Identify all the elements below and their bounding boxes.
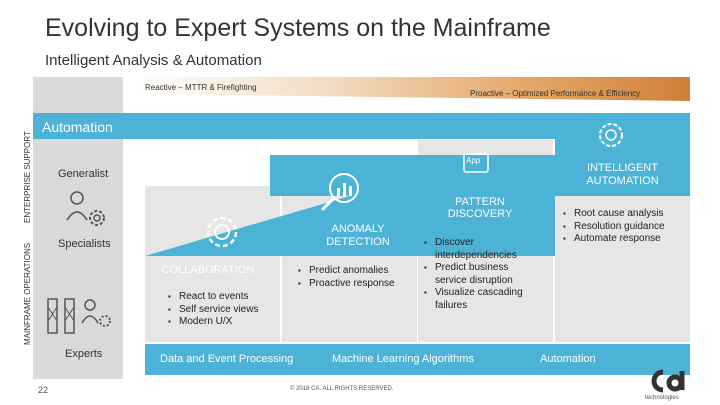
analytics-search-icon	[318, 170, 362, 214]
band-left-label: Reactive – MTTR & Firefighting	[145, 83, 257, 92]
intelligent-bullets: Root cause analysis Resolution guidance …	[563, 208, 665, 246]
pattern-header	[270, 155, 555, 196]
page-number: 22	[38, 385, 49, 395]
list-item: Proactive response	[298, 278, 395, 291]
bottom-bar	[145, 344, 690, 375]
app-icon-label: App	[466, 156, 481, 165]
intelligent-automation-header	[555, 139, 690, 196]
specialists-label: Specialists	[58, 238, 111, 250]
list-item: Discover interdependencies	[424, 237, 534, 262]
experts-network-icon	[45, 297, 115, 337]
slide-subtitle: Intelligent Analysis & Automation	[45, 52, 262, 69]
footer-automation: Automation	[540, 353, 596, 365]
intelligent-title-2: AUTOMATION	[586, 175, 659, 187]
footer-data-event: Data and Event Processing	[160, 353, 294, 365]
automation-label: Automation	[42, 119, 113, 135]
specialist-gear-icon	[65, 190, 115, 232]
list-item: Visualize cascading failures	[424, 287, 534, 312]
list-item: Predict anomalies	[298, 265, 395, 278]
collaboration-bullets: React to events Self service views Moder…	[168, 291, 258, 329]
list-item: Modern U/X	[168, 316, 258, 329]
copyright: © 2018 CA. ALL RIGHTS RESERVED.	[290, 386, 394, 392]
band-right-label: Proactive – Optimized Performance & Effi…	[470, 89, 641, 98]
collaboration-title: COLLABORATION	[161, 264, 255, 276]
app-icon	[462, 152, 490, 174]
automation-bar	[33, 113, 690, 139]
pattern-title-2: DISCOVERY	[447, 208, 513, 220]
generalist-label: Generalist	[58, 168, 109, 180]
anomaly-title-1: ANOMALY	[331, 223, 385, 235]
mainframe-operations-label: MAINFRAME OPERATIONS	[23, 242, 32, 345]
intelligent-title-1: INTELLIGENT	[587, 162, 658, 174]
list-item: Predict business service disruption	[424, 262, 534, 287]
footer-ml: Machine Learning Algorithms	[332, 353, 474, 365]
anomaly-bullets: Predict anomalies Proactive response	[298, 265, 395, 290]
pattern-title-1: PATTERN	[455, 196, 505, 208]
slide-title: Evolving to Expert Systems on the Mainfr…	[45, 14, 551, 42]
anomaly-title-2: DETECTION	[326, 236, 390, 248]
collaboration-gear-icon	[200, 210, 244, 254]
experts-label: Experts	[65, 348, 103, 360]
list-item: Self service views	[168, 304, 258, 317]
pattern-bullets: Discover interdependencies Predict busin…	[424, 237, 534, 312]
list-item: Root cause analysis	[563, 208, 665, 221]
list-item: Automate response	[563, 233, 665, 246]
list-item: React to events	[168, 291, 258, 304]
automation-gear-icon	[596, 120, 626, 150]
logo-subtext: technologies	[645, 395, 679, 401]
ca-logo-icon	[645, 368, 687, 394]
list-item: Resolution guidance	[563, 221, 665, 234]
enterprise-support-label: ENTERPRISE SUPPORT	[23, 131, 32, 223]
